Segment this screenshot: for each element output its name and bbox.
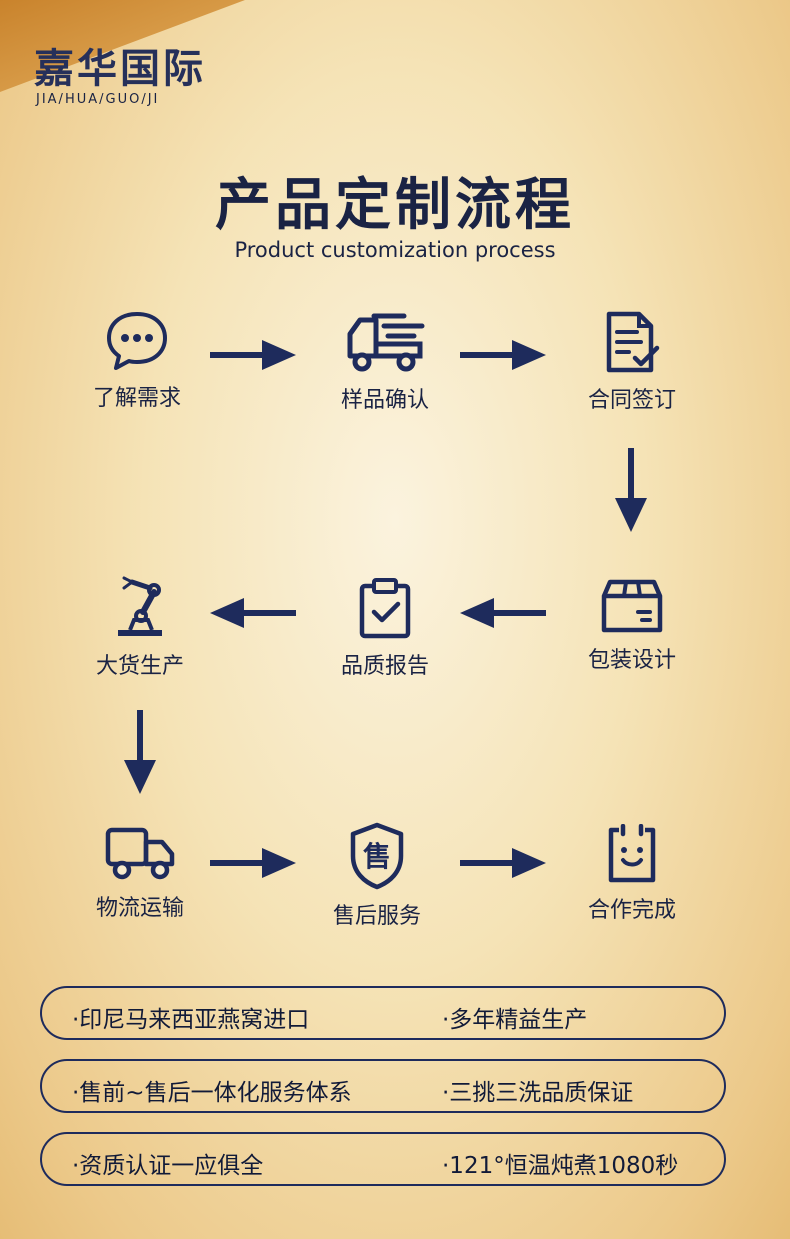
arrow-right-icon (460, 340, 546, 370)
contract-document-icon (606, 311, 660, 373)
step-label: 品质报告 (340, 654, 429, 679)
feature-pill: ·印尼马来西亚燕窝进口 ·多年精益生产 (40, 986, 726, 1040)
arrow-down-icon (615, 448, 647, 532)
brand-name: 嘉华国际 (34, 46, 206, 92)
step-label: 了解需求 (92, 386, 181, 411)
arrow-right-icon (210, 340, 296, 370)
shield-glyph: 售 (363, 840, 391, 873)
arrow-down-icon (124, 710, 156, 794)
step-label: 合作完成 (587, 898, 676, 923)
package-box-icon (601, 579, 663, 633)
step-mass-production: 大货生产 (60, 574, 220, 680)
step-understand-needs: 了解需求 (57, 310, 217, 412)
arrow-left-icon (210, 598, 296, 628)
step-logistics: 物流运输 (60, 826, 220, 922)
step-label: 大货生产 (95, 654, 184, 679)
step-label: 售后服务 (332, 904, 421, 929)
feature-right: ·121°恒温炖煮1080秒 (442, 1153, 679, 1179)
clipboard-check-icon (359, 578, 411, 639)
step-cooperation-complete: 合作完成 (552, 824, 712, 924)
smiley-clipboard-icon (608, 824, 656, 883)
brand-subtitle: JIA/HUA/GUO/JI (36, 92, 160, 107)
step-label: 合同签订 (587, 388, 676, 413)
chat-bubble-icon (107, 312, 167, 370)
step-sample-confirm: 样品确认 (305, 308, 465, 414)
robot-arm-icon (118, 576, 162, 636)
arrow-right-icon (460, 848, 546, 878)
page-subtitle: Product customization process (234, 238, 556, 262)
feature-right: ·多年精益生产 (442, 1007, 588, 1033)
page-title: 产品定制流程 (215, 173, 575, 238)
feature-left: ·资质认证一应俱全 (72, 1153, 264, 1179)
feature-pill: ·资质认证一应俱全 ·121°恒温炖煮1080秒 (40, 1132, 726, 1186)
feature-left: ·印尼马来西亚燕窝进口 (72, 1007, 310, 1033)
shield-icon: 售 (350, 822, 404, 890)
step-package-design: 包装设计 (552, 578, 712, 674)
step-contract-sign: 合同签订 (552, 310, 712, 414)
feature-left: ·售前~售后一体化服务体系 (72, 1080, 352, 1106)
feature-right: ·三挑三洗品质保证 (442, 1080, 634, 1106)
corner-decoration (0, 0, 245, 92)
step-after-sales: 售 售后服务 (297, 822, 457, 930)
step-label: 样品确认 (340, 388, 429, 413)
arrow-right-icon (210, 848, 296, 878)
arrow-left-icon (460, 598, 546, 628)
step-label: 物流运输 (95, 896, 184, 921)
step-label: 包装设计 (587, 648, 676, 673)
feature-pill: ·售前~售后一体化服务体系 ·三挑三洗品质保证 (40, 1059, 726, 1113)
truck-icon (105, 827, 175, 880)
delivery-truck-icon (347, 313, 425, 372)
step-quality-report: 品质报告 (305, 578, 465, 680)
